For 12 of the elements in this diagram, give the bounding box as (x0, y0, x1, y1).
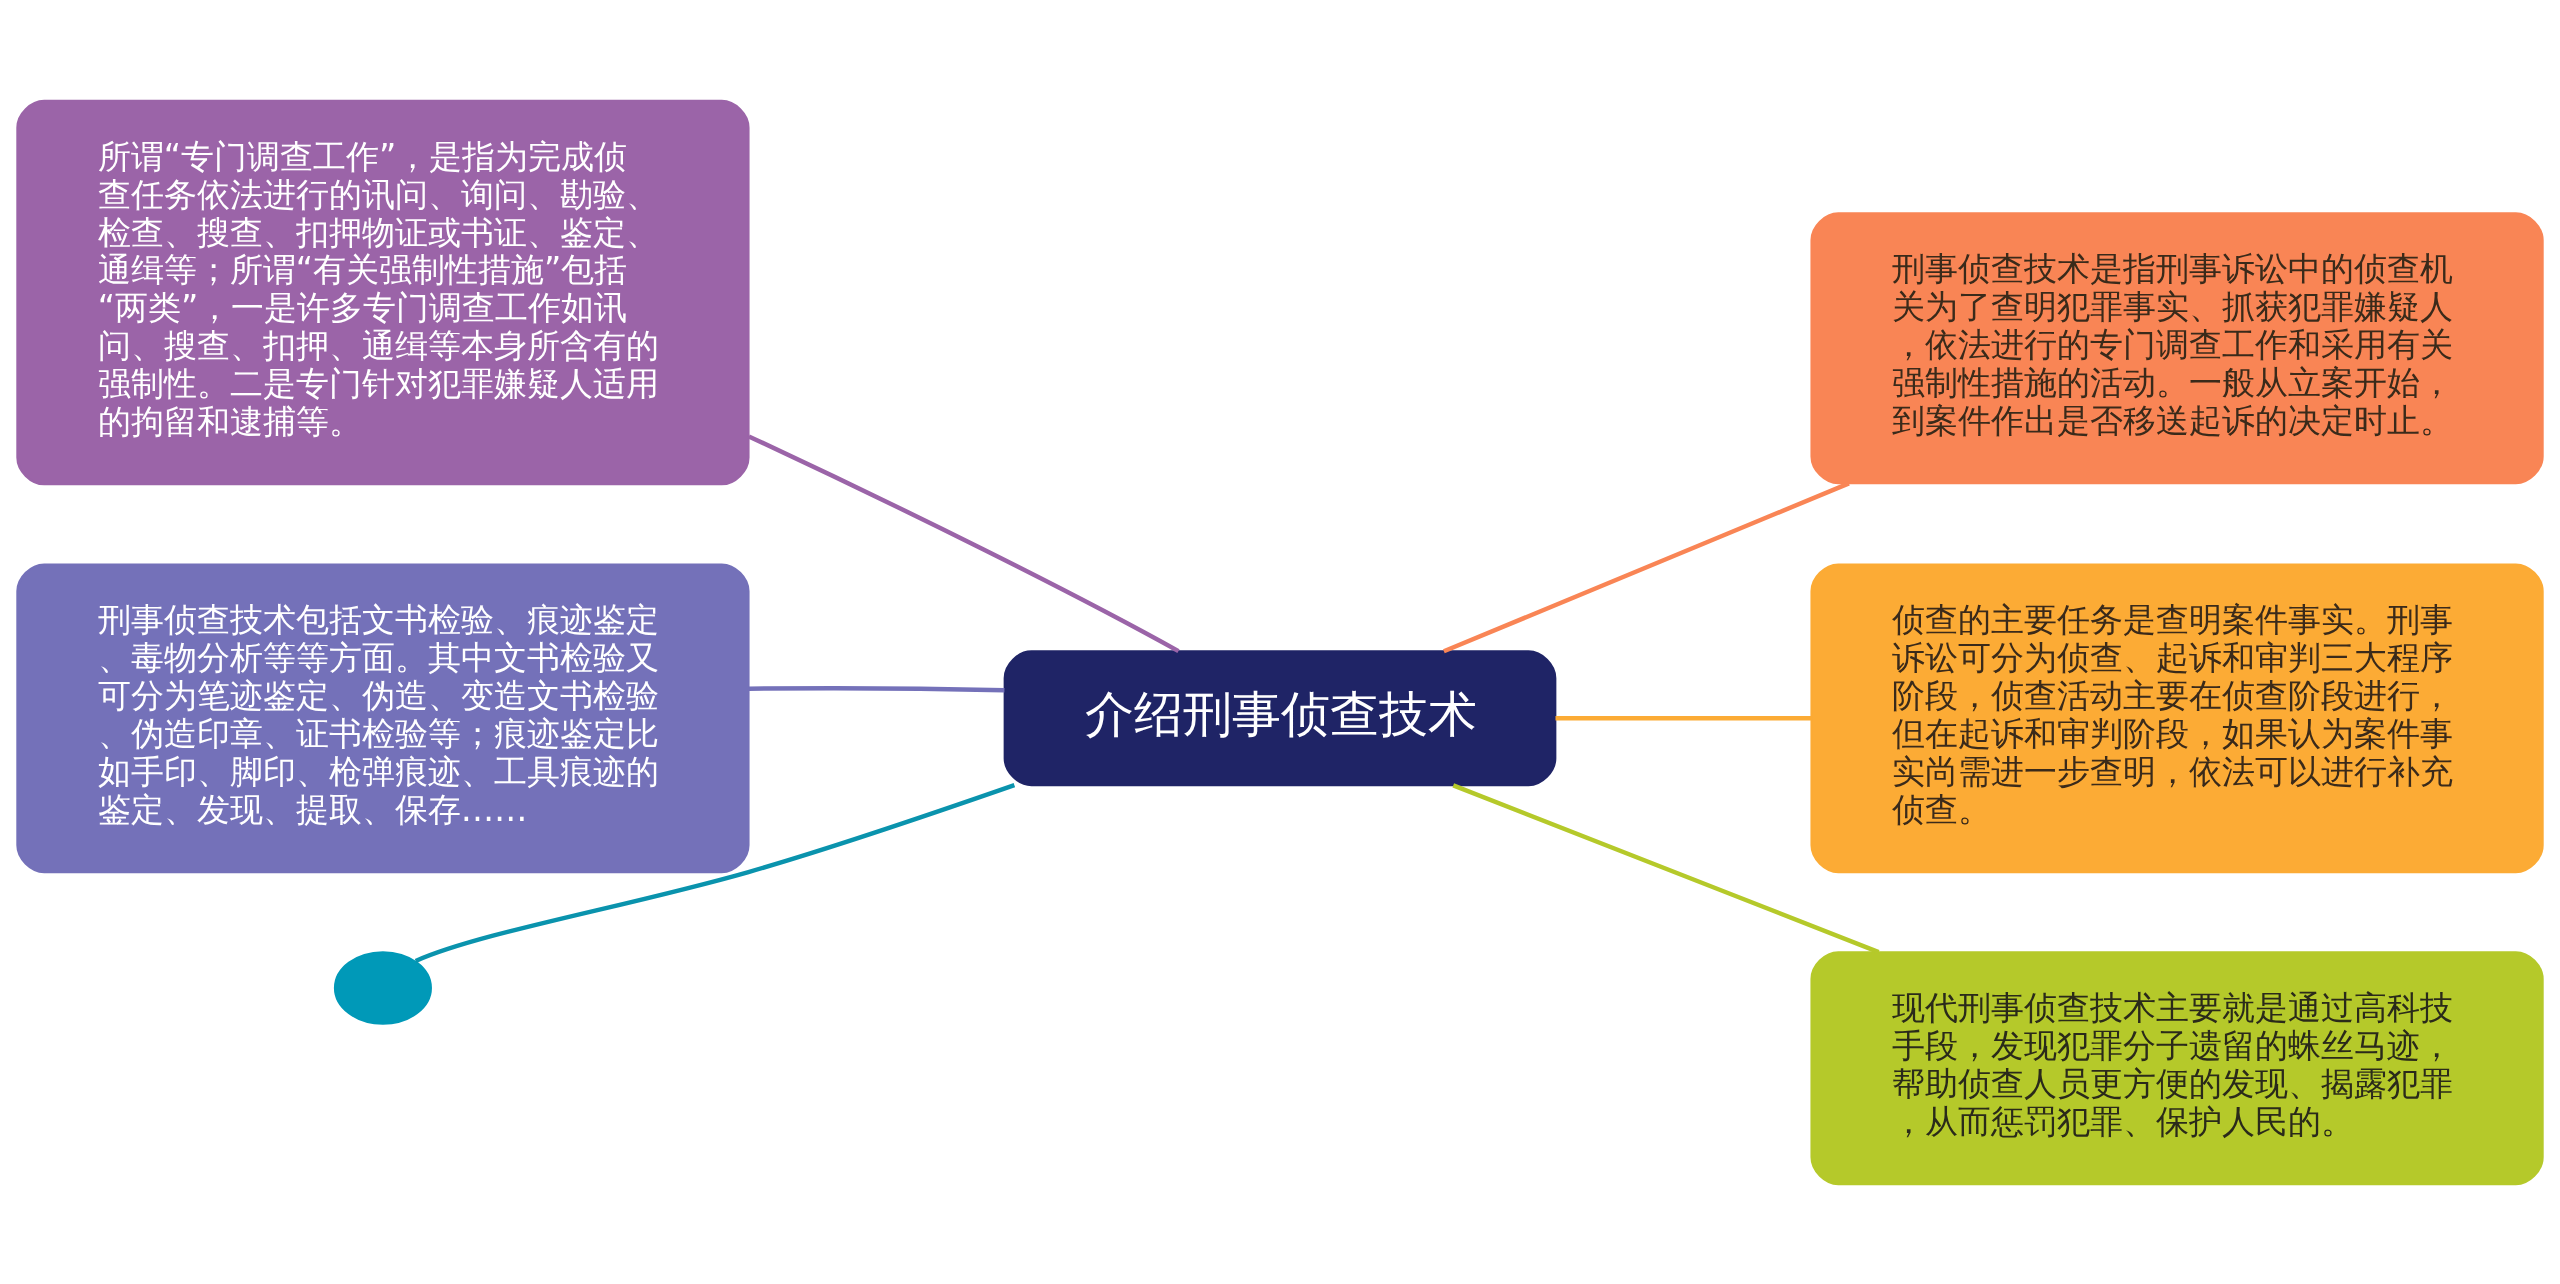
node-box: 现代刑事侦查技术主要就是通过高科技手段，发现犯罪分子遗留的蛛丝马迹，帮助侦查人员更方便的发现、揭露犯罪，从而惩罚犯罪、保护人民的。 (1810, 950, 2544, 1185)
connector (1452, 782, 1880, 954)
node-box: 所谓“专门调查工作”，是指为完成侦查任务依法进行的讯问、询问、勘验、检查、搜查、扣押物证或书证、鉴定、通缉等；所谓“有关强制性措施”包括“两类”，一是许多专门调查工作如讯问、搜查、扣押、通缉等本身所含有的强制性。二是专门针对犯罪嫌疑人适用的拘留和逮捕等。 (16, 99, 750, 485)
node-box: 侦查的主要任务是查明案件事实。刑事诉讼可分为侦查、起诉和审判三大程序阶段，侦查活动主要在侦查阶段进行，但在起诉和审判阶段，如果认为案件事实尚需进一步查明，依法可以进行补充侦查。 (1810, 562, 2544, 873)
node-box: 介绍刑事侦查技术 (1003, 649, 1557, 786)
connector (747, 433, 1180, 653)
node-circle (333, 950, 432, 1025)
node-box: 刑事侦查技术是指刑事诉讼中的侦查机关为了查明犯罪事实、抓获犯罪嫌疑人，依法进行的专门调查工作和采用有关强制性措施的活动。一般从立案开始，到案件作出是否移送起诉的决定时止。 (1810, 211, 2544, 484)
connector (748, 685, 1005, 692)
connector (1555, 715, 1812, 720)
node-box: 刑事侦查技术包括文书检验、痕迹鉴定、毒物分析等等方面。其中文书检验又可分为笔迹鉴定、伪造、变造文书检验、伪造印章、证书检验等；痕迹鉴定比如手印、脚印、枪弹痕迹、工具痕迹的鉴定、发现、提取、保存…… (16, 562, 750, 873)
connector (414, 782, 1016, 963)
